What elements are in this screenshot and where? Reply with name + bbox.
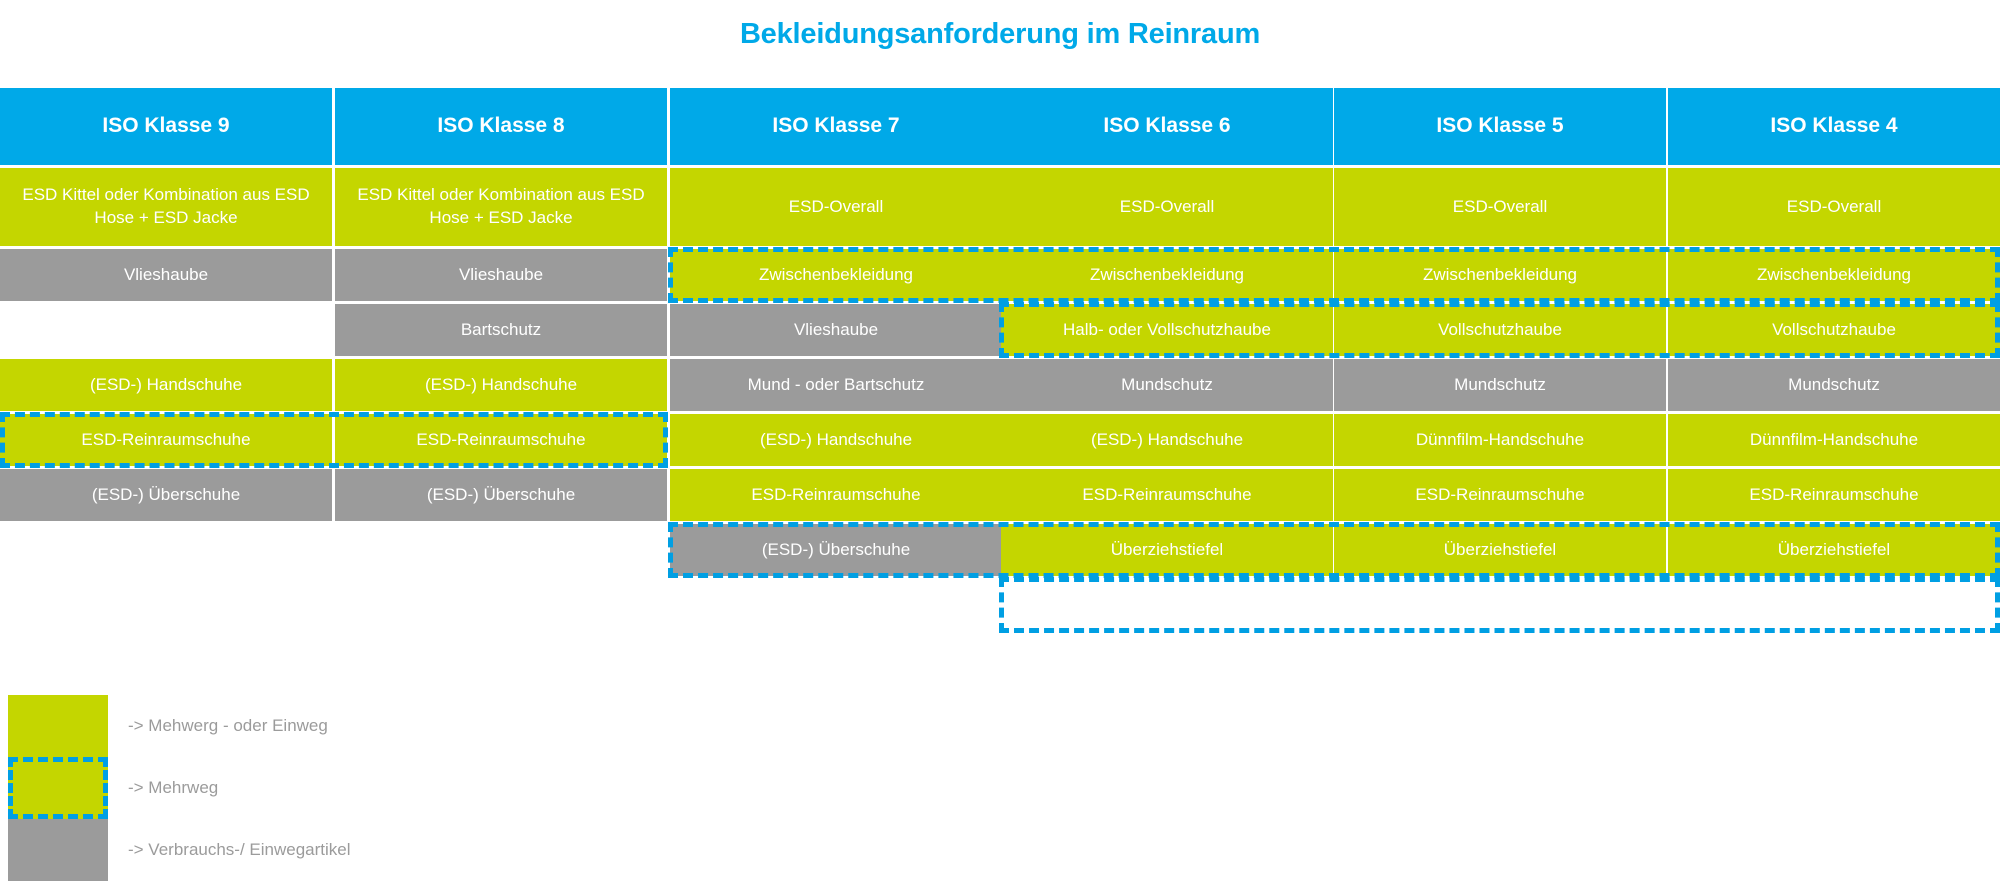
matrix-cell: (ESD-) Überschuhe (335, 469, 667, 521)
matrix-cell: (ESD-) Handschuhe (335, 359, 667, 411)
matrix-cell: ESD-Reinraumschuhe (1334, 469, 1666, 521)
matrix-cell: (ESD-) Überschuhe (0, 469, 332, 521)
column-iso-klasse-8: ISO Klasse 8 ESD Kittel oder Kombination… (335, 88, 667, 688)
column-header: ISO Klasse 6 (1001, 88, 1333, 165)
matrix-cell: ESD-Overall (670, 168, 1002, 246)
matrix-cell: (ESD-) Handschuhe (1001, 414, 1333, 466)
matrix-cell: Zwischenbekleidung (1668, 249, 2000, 301)
matrix-cell: Vlieshaube (335, 249, 667, 301)
matrix-cell: Überziehstiefel (1334, 524, 1666, 576)
matrix-cell: Zwischenbekleidung (1001, 249, 1333, 301)
matrix-cell: Mundschutz (1668, 359, 2000, 411)
column-iso-klasse-4: ISO Klasse 4 ESD-Overall Zwischenbekleid… (1668, 88, 2000, 688)
legend-swatch-mehrweg-oder-einweg (8, 695, 108, 757)
matrix-cell: Vollschutzhaube (1334, 304, 1666, 356)
legend-item: -> Mehrweg (0, 757, 900, 819)
column-iso-klasse-7: ISO Klasse 7 ESD-Overall Zwischenbekleid… (670, 88, 1002, 688)
matrix-cell: (ESD-) Handschuhe (0, 359, 332, 411)
matrix-cell: ESD-Reinraumschuhe (335, 414, 667, 466)
matrix-cell: Vlieshaube (0, 249, 332, 301)
clothing-requirement-matrix: ISO Klasse 9 ESD Kittel oder Kombination… (0, 88, 2000, 688)
matrix-cell: Mund - oder Bartschutz (670, 359, 1002, 411)
matrix-cell: ESD-Overall (1001, 168, 1333, 246)
matrix-cell: Bartschutz (335, 304, 667, 356)
column-header: ISO Klasse 7 (670, 88, 1002, 165)
matrix-cell: ESD-Reinraumschuhe (1001, 469, 1333, 521)
matrix-cell: (ESD-) Überschuhe (670, 524, 1002, 576)
column-header: ISO Klasse 9 (0, 88, 332, 165)
legend-item: -> Mehwerg - oder Einweg (0, 695, 900, 757)
matrix-cell: Vlieshaube (670, 304, 1002, 356)
matrix-cell: ESD-Overall (1334, 168, 1666, 246)
matrix-cell: Überziehstiefel (1668, 524, 2000, 576)
matrix-cell: ESD-Overall (1668, 168, 2000, 246)
matrix-cell: Mundschutz (1334, 359, 1666, 411)
legend-label: -> Verbrauchs-/ Einwegartikel (128, 840, 351, 859)
legend: -> Mehwerg - oder Einweg -> Mehrweg -> V… (0, 695, 900, 881)
matrix-cell: Zwischenbekleidung (670, 249, 1002, 301)
matrix-cell: (ESD-) Handschuhe (670, 414, 1002, 466)
matrix-cell: Überziehstiefel (1001, 524, 1333, 576)
legend-label: -> Mehrweg (128, 778, 219, 797)
matrix-cell: Vollschutzhaube (1668, 304, 2000, 356)
column-header: ISO Klasse 5 (1334, 88, 1666, 165)
column-iso-klasse-6: ISO Klasse 6 ESD-Overall Zwischenbekleid… (1001, 88, 1333, 688)
matrix-cell-empty (0, 304, 332, 356)
matrix-cell: ESD-Reinraumschuhe (670, 469, 1002, 521)
legend-label: -> Mehwerg - oder Einweg (128, 716, 328, 735)
legend-item: -> Verbrauchs-/ Einwegartikel (0, 819, 900, 881)
legend-swatch-mehrweg (8, 757, 108, 819)
matrix-cell: ESD Kittel oder Kombination aus ESD Hose… (335, 168, 667, 246)
legend-swatch-verbrauchsartikel (8, 819, 108, 881)
column-iso-klasse-9: ISO Klasse 9 ESD Kittel oder Kombination… (0, 88, 332, 688)
column-header: ISO Klasse 8 (335, 88, 667, 165)
page-title: Bekleidungsanforderung im Reinraum (739, 18, 1261, 50)
matrix-cell: Zwischenbekleidung (1334, 249, 1666, 301)
matrix-cell: Dünnfilm-Handschuhe (1668, 414, 2000, 466)
matrix-cell: ESD-Reinraumschuhe (0, 414, 332, 466)
matrix-cell: Mundschutz (1001, 359, 1333, 411)
column-iso-klasse-5: ISO Klasse 5 ESD-Overall Zwischenbekleid… (1334, 88, 1666, 688)
matrix-cell: ESD Kittel oder Kombination aus ESD Hose… (0, 168, 332, 246)
matrix-cell: ESD-Reinraumschuhe (1668, 469, 2000, 521)
matrix-cell: Halb- oder Vollschutzhaube (1001, 304, 1333, 356)
column-header: ISO Klasse 4 (1668, 88, 2000, 165)
matrix-cell: Dünnfilm-Handschuhe (1334, 414, 1666, 466)
